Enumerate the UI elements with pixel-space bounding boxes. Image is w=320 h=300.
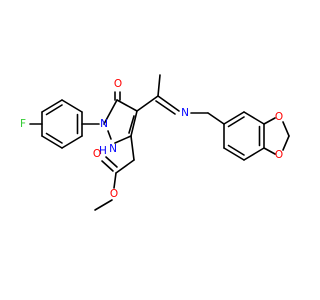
bond — [61, 135, 83, 149]
bond-double-inner — [45, 132, 63, 144]
structure-svg: F O N N H N O O O O — [20, 74, 290, 211]
bond — [113, 172, 117, 189]
bond — [41, 135, 63, 149]
atom-label-oxygen: O — [275, 149, 283, 161]
bond-double-inner — [45, 104, 63, 116]
bond — [207, 112, 225, 125]
bond — [103, 99, 118, 125]
bond — [130, 135, 135, 161]
bond — [243, 147, 265, 161]
bond — [223, 147, 245, 161]
bond — [41, 99, 63, 113]
atom-labels: F O N N H N O O O O — [20, 78, 283, 200]
molecule-diagram: F O N N H N O O O O — [20, 74, 290, 211]
atom-label-hydrogen: H — [99, 145, 107, 157]
bond-double-inner — [227, 144, 245, 156]
bond — [243, 111, 265, 125]
atom-label-fluorine: F — [20, 118, 26, 130]
ester-chain — [94, 135, 135, 211]
bond — [116, 99, 138, 112]
atom-label-nitrogen: N — [181, 107, 189, 119]
bond — [282, 121, 290, 137]
atom-label-nitrogen: N — [100, 118, 108, 130]
fluorophenyl-ring — [29, 99, 83, 149]
bond — [61, 99, 83, 113]
bond — [155, 100, 176, 115]
bond-double-inner — [128, 115, 135, 134]
bond — [263, 117, 276, 125]
bond — [157, 74, 161, 97]
bond — [130, 110, 138, 137]
bond — [114, 135, 132, 144]
bond — [94, 199, 113, 211]
bond — [263, 147, 276, 155]
bond — [107, 130, 112, 140]
bond-double-inner — [227, 116, 245, 128]
atom-label-oxygen: O — [110, 188, 118, 200]
bond — [136, 95, 159, 112]
atom-label-oxygen: O — [93, 148, 101, 160]
bond — [115, 159, 135, 174]
pyrazolone-ring — [103, 91, 138, 144]
bond — [282, 135, 290, 151]
bond — [223, 111, 245, 125]
atom-label-oxygen: O — [114, 78, 122, 90]
imine-chain — [136, 74, 225, 125]
atom-label-oxygen: O — [275, 111, 283, 123]
atom-label-nitrogen: N — [109, 143, 117, 155]
bond — [105, 156, 118, 168]
bond — [157, 95, 180, 112]
benzodioxole-ring — [223, 111, 290, 161]
bond — [101, 160, 114, 172]
